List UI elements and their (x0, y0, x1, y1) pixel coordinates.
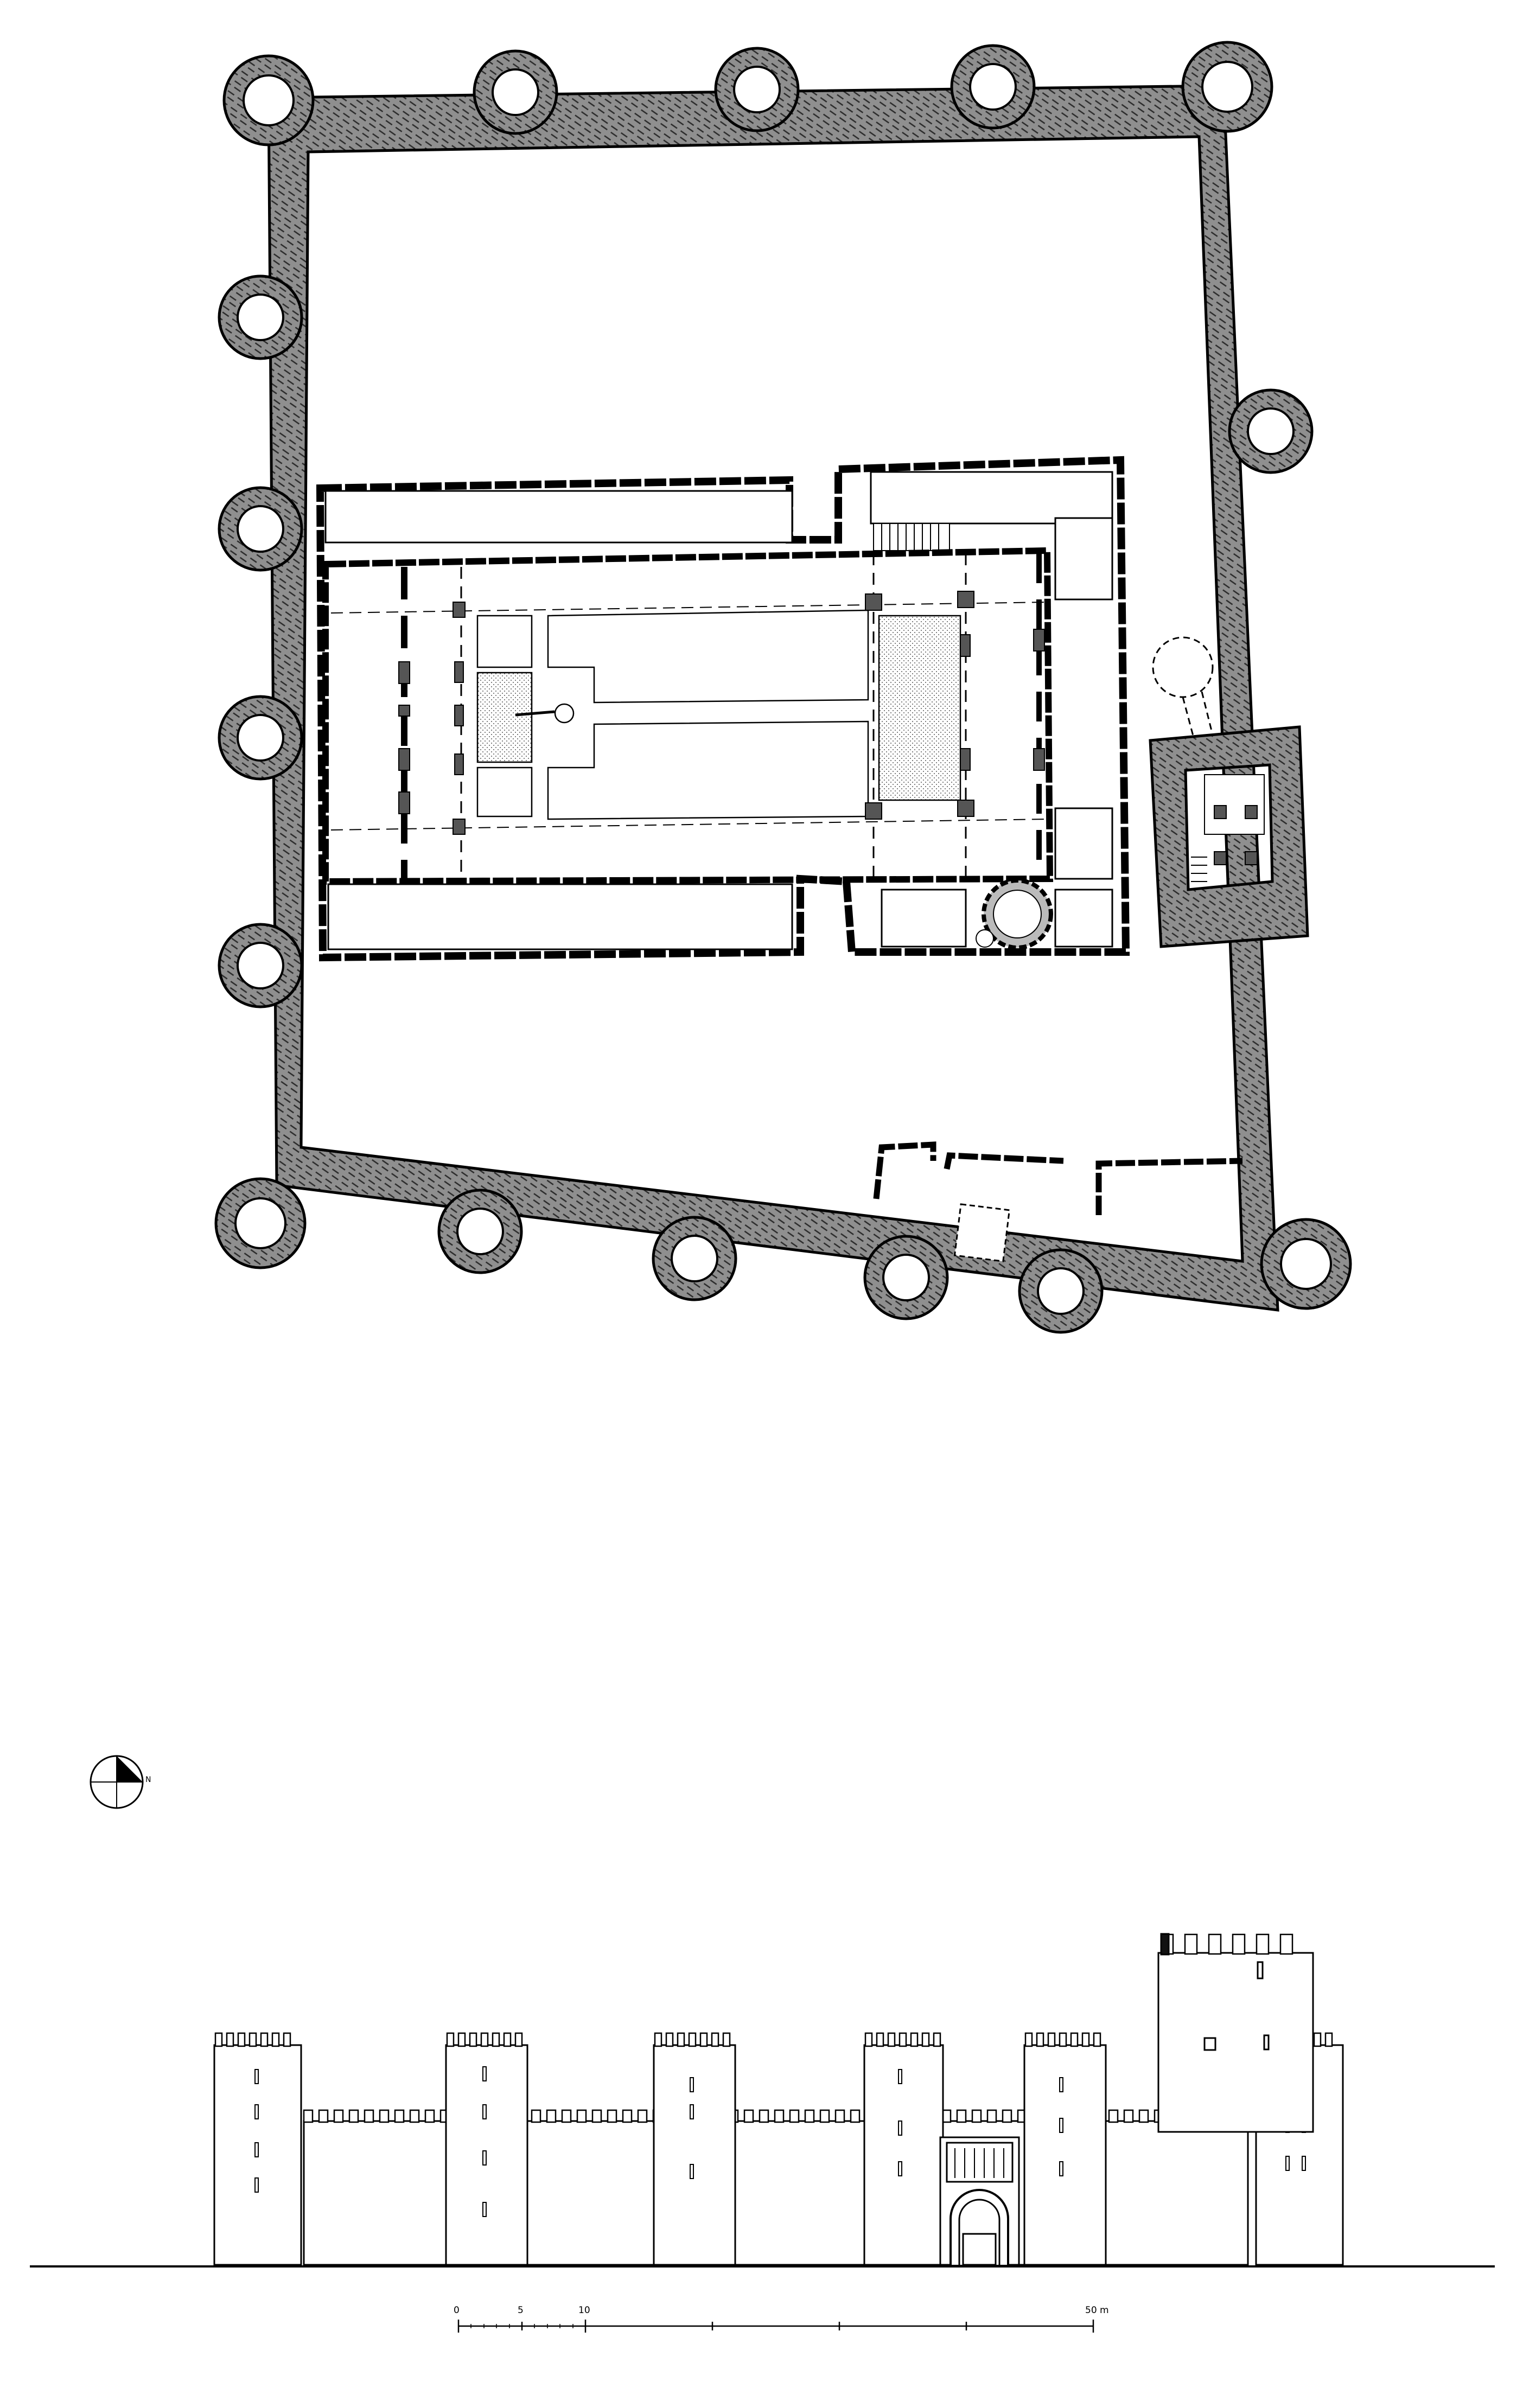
east-pool (878, 615, 961, 801)
keep-tower (1157, 1952, 1314, 2133)
scale-tick-0: 0 (454, 2305, 460, 2316)
scale-tick-10: 10 (578, 2305, 590, 2316)
palace-complex (316, 456, 1130, 962)
elevation-tower-5 (1023, 2032, 1107, 2266)
scale-bar (457, 2320, 1094, 2333)
elevation-tower-2 (445, 2032, 528, 2266)
barbican-tower (1152, 636, 1214, 698)
elevation-tower-4 (863, 2032, 944, 2266)
fountain (554, 703, 575, 724)
south-gate (953, 1203, 1011, 1262)
elevation-tower-3 (653, 2032, 736, 2266)
south-hall (327, 883, 793, 950)
gate-tower (1149, 636, 1309, 948)
fortress-plan (214, 41, 1352, 1334)
west-pool (476, 672, 533, 763)
north-arrow-label: N (145, 1775, 151, 1784)
gateway-elevation (939, 2136, 1020, 2266)
scale-tick-50: 50 m (1085, 2305, 1109, 2316)
courtyard (476, 609, 869, 820)
stair-north (873, 523, 950, 551)
south-elevation (30, 1933, 1495, 2268)
scale-tick-5: 5 (518, 2305, 524, 2316)
ne-room (870, 471, 1113, 525)
north-arrow: N (90, 1755, 151, 1809)
north-hall (324, 490, 793, 544)
elevation-tower-1 (213, 2032, 302, 2266)
south-gatehouse (873, 1141, 1243, 1215)
